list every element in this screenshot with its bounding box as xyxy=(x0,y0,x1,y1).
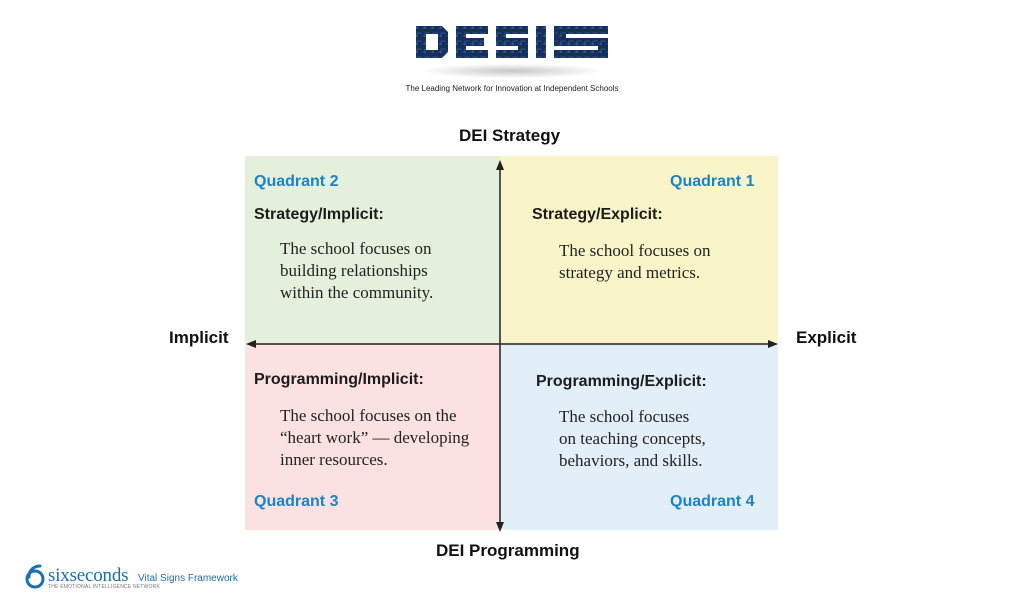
quadrant-2-title: Strategy/Implicit: xyxy=(254,206,384,223)
quadrant-3-description: The school focuses on the “heart work” —… xyxy=(280,405,469,471)
description-line: inner resources. xyxy=(280,450,388,469)
description-line: on teaching concepts, xyxy=(559,429,706,448)
quadrant-3-title: Programming/Implicit: xyxy=(254,371,424,388)
quadrant-1-description: The school focuses on strategy and metri… xyxy=(559,240,711,284)
axis-label-bottom: DEI Programming xyxy=(436,541,580,560)
logo-reflection xyxy=(424,64,600,78)
sixseconds-wordmark: sixseconds xyxy=(48,565,129,586)
axis-label-top: DEI Strategy xyxy=(459,126,561,145)
description-line: behaviors, and skills. xyxy=(559,451,703,470)
description-line: The school focuses on xyxy=(280,239,432,258)
desis-logo xyxy=(416,26,608,58)
quadrant-2-panel xyxy=(245,156,500,344)
sixseconds-logo-icon xyxy=(25,564,45,589)
quadrant-4-panel xyxy=(500,344,778,530)
description-line: The school focuses xyxy=(559,407,690,426)
description-line: strategy and metrics. xyxy=(559,263,701,282)
axis-label-left: Implicit xyxy=(169,328,229,347)
quadrant-3-number: Quadrant 3 xyxy=(254,493,339,510)
quadrant-3-panel xyxy=(245,344,500,530)
quadrant-4-description: The school focuses on teaching concepts,… xyxy=(559,406,706,472)
description-line: The school focuses on the xyxy=(280,406,457,425)
quadrant-2-number: Quadrant 2 xyxy=(254,173,339,190)
description-line: The school focuses on xyxy=(559,241,711,260)
quadrant-4-title: Programming/Explicit: xyxy=(536,373,707,390)
framework-label: Vital Signs Framework xyxy=(138,573,238,584)
quadrant-1-number: Quadrant 1 xyxy=(670,173,755,190)
quadrant-1-title: Strategy/Explicit: xyxy=(532,206,663,223)
description-line: within the community. xyxy=(280,283,434,302)
description-line: building relationships xyxy=(280,261,428,280)
description-line: “heart work” — developing xyxy=(280,428,470,447)
sixseconds-subtitle: THE EMOTIONAL INTELLIGENCE NETWORK xyxy=(48,584,160,590)
tagline: The Leading Network for Innovation at In… xyxy=(405,84,619,93)
quadrant-4-number: Quadrant 4 xyxy=(670,493,755,510)
quadrant-1-panel xyxy=(500,156,778,344)
axis-label-right: Explicit xyxy=(796,328,857,347)
quadrant-2-description: The school focuses on building relations… xyxy=(280,238,433,304)
